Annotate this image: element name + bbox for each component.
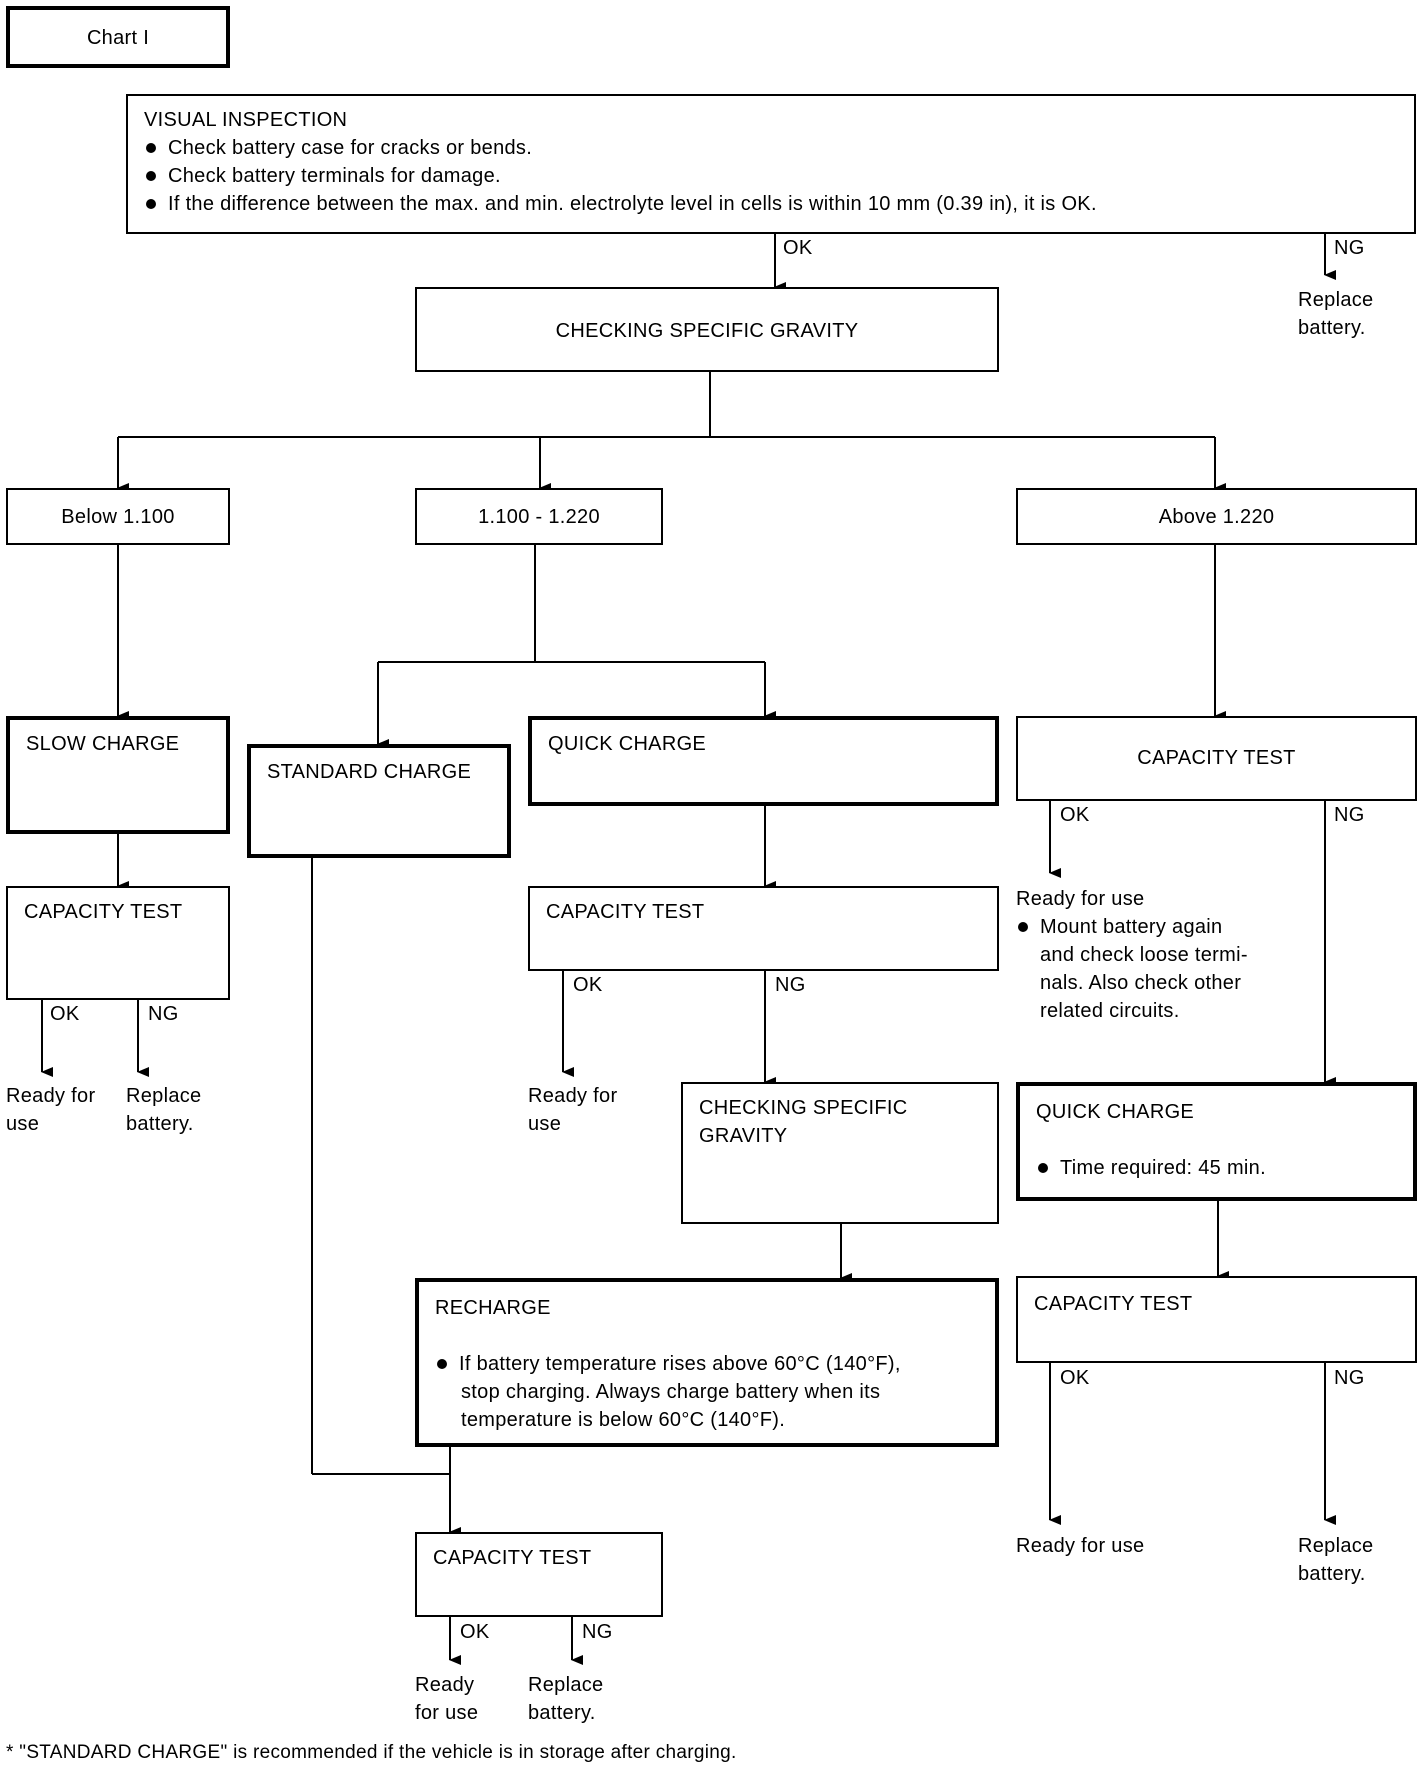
quick-charge-label: QUICK CHARGE <box>548 733 707 755</box>
outcome-replace: battery. <box>528 1702 596 1724</box>
visual-inspection-bullet: Check battery terminals for damage. <box>144 162 501 190</box>
edge-label-ng: NG <box>582 1621 613 1643</box>
capacity-test-label: CAPACITY TEST <box>1137 747 1296 769</box>
quick-charge-45-box: QUICK CHARGE Time required: 45 min. <box>1016 1082 1417 1201</box>
capacity-test-label: CAPACITY TEST <box>433 1547 592 1569</box>
outcome-replace: battery. <box>126 1113 194 1135</box>
recharge-box: RECHARGE If battery temperature rises ab… <box>415 1278 999 1447</box>
quick-charge-label: QUICK CHARGE <box>1036 1101 1195 1123</box>
edge-label-ok: OK <box>573 974 603 996</box>
edge-label-ng: NG <box>1334 804 1365 826</box>
above-ok-bullet: Mount battery again <box>1016 915 1222 939</box>
edge-label-ok: OK <box>460 1621 490 1643</box>
above-ok-bullet-line: related circuits. <box>1040 1000 1180 1022</box>
chart-label: Chart I <box>86 27 150 49</box>
checking-specific-gravity-label: CHECKING SPECIFIC GRAVITY <box>555 320 859 342</box>
edge-label-ng: NG <box>1334 1367 1365 1389</box>
recharge-bullet-line: temperature is below 60°C (140°F). <box>461 1409 786 1431</box>
outcome-replace: battery. <box>1298 1563 1366 1585</box>
outcome-ready: for use <box>415 1702 479 1724</box>
capacity-test-label: CAPACITY TEST <box>24 901 183 923</box>
bullet-icon <box>1038 1163 1048 1173</box>
edge-label-ng: NG <box>148 1003 179 1025</box>
quick-charge-time-bullet: Time required: 45 min. <box>1036 1154 1266 1182</box>
slow-charge-box: SLOW CHARGE <box>6 716 230 834</box>
capacity-test-label: CAPACITY TEST <box>1034 1293 1193 1315</box>
standard-charge-box: STANDARD CHARGE <box>247 744 511 858</box>
quick-charge-box: QUICK CHARGE <box>528 716 999 806</box>
range-below-label: Below 1.100 <box>61 506 175 528</box>
bullet-icon <box>437 1359 447 1369</box>
edge-label-ok: OK <box>783 237 813 259</box>
edge-label-ok: OK <box>1060 1367 1090 1389</box>
range-below-box: Below 1.100 <box>6 488 230 545</box>
visual-inspection-bullet: Check battery case for cracks or bends. <box>144 134 532 162</box>
outcome-ready: Ready for use <box>1016 1535 1145 1557</box>
range-above-box: Above 1.220 <box>1016 488 1417 545</box>
recharge-title: RECHARGE <box>435 1297 551 1319</box>
checking-specific-gravity-2-box: CHECKING SPECIFIC GRAVITY <box>681 1082 999 1224</box>
recharge-bullet-line: stop charging. Always charge battery whe… <box>461 1381 881 1403</box>
above-ok-heading: Ready for use <box>1016 888 1145 910</box>
checking-specific-gravity-box: CHECKING SPECIFIC GRAVITY <box>415 287 999 372</box>
outcome-ready: use <box>6 1113 40 1135</box>
visual-inspection-title: VISUAL INSPECTION <box>144 109 348 131</box>
bullet-icon <box>146 143 156 153</box>
above-ok-bullet-line: nals. Also check other <box>1040 972 1242 994</box>
slow-capacity-test-box: CAPACITY TEST <box>6 886 230 1000</box>
visual-inspection-bullet: If the difference between the max. and m… <box>144 190 1097 218</box>
above-ok-bullet-line: and check loose termi- <box>1040 944 1248 966</box>
edge-label-ng: NG <box>775 974 806 996</box>
standard-charge-label: STANDARD CHARGE <box>267 761 472 783</box>
last-capacity-test-box: CAPACITY TEST <box>1016 1276 1417 1363</box>
footnote: * "STANDARD CHARGE" is recommended if th… <box>6 1742 737 1763</box>
visual-inspection-box: VISUAL INSPECTION Check battery case for… <box>126 94 1416 234</box>
range-middle-label: 1.100 - 1.220 <box>478 506 600 528</box>
outcome-replace: Replace <box>1298 1535 1374 1557</box>
edge-label-ok: OK <box>50 1003 80 1025</box>
outcome-replace: Replace <box>528 1674 604 1696</box>
range-middle-box: 1.100 - 1.220 <box>415 488 663 545</box>
bullet-icon <box>1018 922 1028 932</box>
bullet-icon <box>146 171 156 181</box>
outcome-replace: battery. <box>1298 317 1366 339</box>
outcome-ready: Ready <box>415 1674 475 1696</box>
final-capacity-test-box: CAPACITY TEST <box>415 1532 663 1617</box>
outcome-ready: Ready for <box>528 1085 618 1107</box>
outcome-ready: use <box>528 1113 562 1135</box>
range-above-label: Above 1.220 <box>1158 506 1275 528</box>
checking-specific-gravity-2-line: CHECKING SPECIFIC <box>699 1097 908 1119</box>
checking-specific-gravity-2-line: GRAVITY <box>699 1125 788 1147</box>
bullet-icon <box>146 199 156 209</box>
outcome-replace: Replace <box>1298 289 1374 311</box>
recharge-bullet: If battery temperature rises above 60°C … <box>435 1350 901 1378</box>
mid-capacity-test-box: CAPACITY TEST <box>528 886 999 971</box>
capacity-test-label: CAPACITY TEST <box>546 901 705 923</box>
outcome-replace: Replace <box>126 1085 202 1107</box>
chart-label-box: Chart I <box>6 6 230 68</box>
outcome-ready: Ready for <box>6 1085 96 1107</box>
slow-charge-label: SLOW CHARGE <box>26 733 180 755</box>
edge-label-ok: OK <box>1060 804 1090 826</box>
above-capacity-test-box: CAPACITY TEST <box>1016 716 1417 801</box>
edge-label-ng: NG <box>1334 237 1365 259</box>
